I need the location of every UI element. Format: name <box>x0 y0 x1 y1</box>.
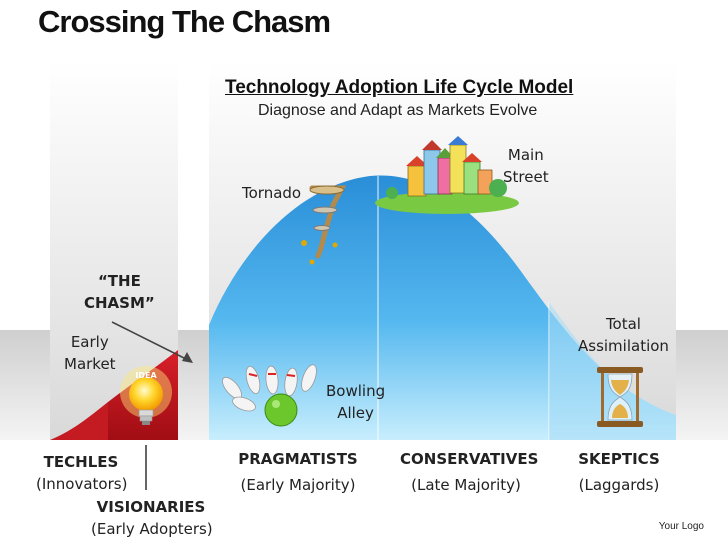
chasm-arrow <box>111 321 189 361</box>
segment-desc: (Early Adopters) <box>91 520 213 538</box>
segment-visionaries: VISIONARIES (Early Adopters) <box>91 496 213 540</box>
segment-desc: (Innovators) <box>36 475 128 493</box>
innovators-area <box>50 402 108 440</box>
hourglass-icon <box>597 367 643 427</box>
segment-name: VISIONARIES <box>96 498 206 516</box>
bowling-pins-icon <box>222 364 317 427</box>
main-street-line2: Street <box>503 168 549 186</box>
segment-desc: (Early Majority) <box>240 476 356 494</box>
chasm-label-line1: “THE <box>97 272 141 290</box>
segment-desc: (Laggards) <box>578 476 660 494</box>
tornado-icon <box>301 185 347 265</box>
segment-conservatives: CONSERVATIVES (Late Majority) <box>400 448 539 496</box>
main-street-label: Main Street <box>503 144 549 188</box>
segment-pragmatists: PRAGMATISTS (Early Majority) <box>237 448 359 496</box>
early-market-label: Early Market <box>64 331 116 375</box>
total-assimilation-line1: Total <box>605 315 641 333</box>
main-street-line1: Main <box>507 146 544 164</box>
bowling-alley-line2: Alley <box>337 404 374 422</box>
diagram-heading: Technology Adoption Life Cycle Model <box>225 77 574 98</box>
main-street-town-icon <box>375 136 519 214</box>
segment-name: PRAGMATISTS <box>238 450 358 468</box>
total-assimilation-label: Total Assimilation <box>578 313 669 357</box>
chasm-arrowhead <box>182 352 193 363</box>
segment-name: SKEPTICS <box>578 450 660 468</box>
total-assimilation-line2: Assimilation <box>578 337 669 355</box>
your-logo-text: Your Logo <box>658 521 704 532</box>
bowling-alley-line1: Bowling <box>326 382 386 400</box>
bowling-alley-label: Bowling Alley <box>326 380 385 424</box>
segment-techles: TECHLES (Innovators) <box>36 451 128 495</box>
early-market-line1: Early <box>70 333 109 351</box>
segment-desc: (Late Majority) <box>411 476 521 494</box>
diagram-subheading: Diagnose and Adapt as Markets Evolve <box>258 102 538 119</box>
tornado-label: Tornado <box>242 184 302 202</box>
chasm-label: “THE CHASM” <box>84 270 155 314</box>
chasm-label-line2: CHASM” <box>84 294 155 312</box>
idea-bulb-icon <box>120 366 172 425</box>
laggards-area <box>549 302 676 440</box>
segment-name: CONSERVATIVES <box>400 450 539 468</box>
segment-name: TECHLES <box>43 453 119 471</box>
segment-skeptics: SKEPTICS (Laggards) <box>572 448 666 496</box>
idea-badge-label: IDEA <box>135 371 157 380</box>
early-market-line2: Market <box>64 355 116 373</box>
page-title: Crossing The Chasm <box>38 4 331 39</box>
